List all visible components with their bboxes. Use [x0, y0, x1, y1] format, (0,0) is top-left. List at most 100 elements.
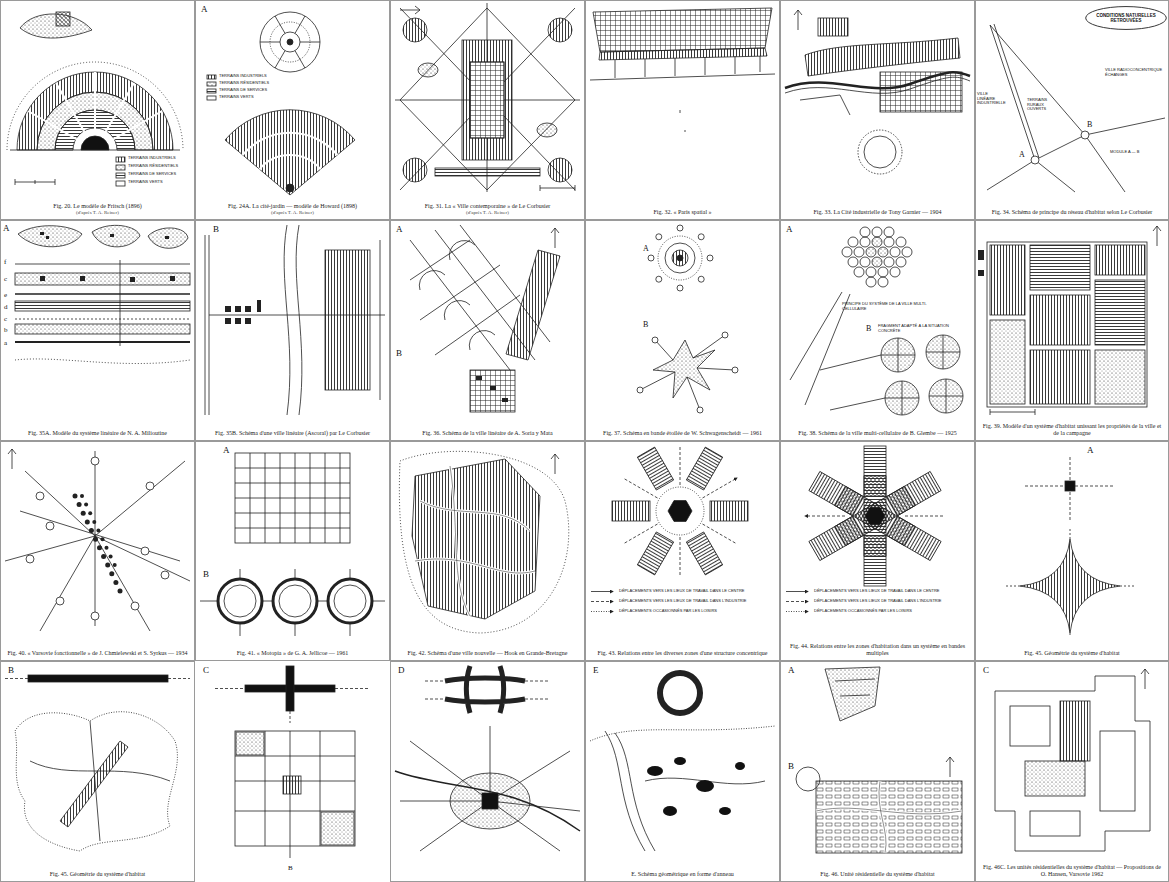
- figure-letter-holder: B: [288, 864, 293, 872]
- caption-text: Fig. 35A. Modèle du système linéaire de …: [6, 430, 189, 437]
- habitat-geometry-c: [236, 732, 264, 755]
- figure-caption: Fig. 46. Unité résidentielle du système …: [786, 871, 969, 878]
- figure-letter-holder: b: [4, 326, 8, 334]
- garden-city-plan: [286, 184, 294, 192]
- motopia-plan: [235, 453, 350, 543]
- figure-letter: f: [4, 258, 6, 266]
- habitat-system-plan: [1095, 350, 1145, 404]
- figure-caption: Fig. 20. Le modèle de Fritsch (1896)(d'a…: [6, 203, 189, 216]
- figure-letter-holder: c: [4, 275, 7, 283]
- linear-system-model: [15, 341, 190, 343]
- caption-text: E. Schéma géométrique en forme d'anneau: [591, 871, 774, 878]
- functional-warsaw-scheme: [105, 546, 109, 550]
- star-band-scheme: [698, 234, 704, 240]
- figure-caption: Fig. 24A. La cité-jardin — modèle de How…: [201, 203, 384, 216]
- multicellular-city-scheme: [854, 247, 864, 257]
- habitat-geometry-c: [235, 731, 355, 846]
- concentric-relations-diagram: [591, 591, 613, 592]
- linear-system-model: [165, 236, 169, 239]
- habitat-geometry-b: [5, 678, 190, 679]
- legend-text-holder: DÉPLACEMENTS VERS LES LIEUX DE TRAVAIL D…: [619, 589, 775, 594]
- habitat-geometry-d: [391, 662, 585, 882]
- linear-system-model: [148, 228, 188, 248]
- star-band-scheme: [672, 250, 688, 266]
- caption-text: Fig. 36. Schéma de la ville linéaire de …: [396, 430, 579, 437]
- oval-label: CONDITIONS NATURELLES RETROUVÉES: [1084, 5, 1168, 31]
- multicellular-city-scheme: [790, 227, 963, 415]
- contemporary-city-plan: [548, 158, 572, 182]
- figure-letter-holder: B: [866, 324, 871, 333]
- residential-units-plan: [1100, 731, 1135, 811]
- multicellular-city-scheme: [872, 257, 882, 267]
- linear-city-scheme: [245, 306, 251, 312]
- figure-letter: b: [4, 326, 8, 334]
- habitat-geometry-d: [482, 793, 498, 809]
- legend-text: TERRAINS RÉSIDENTIELS: [219, 81, 269, 86]
- habitat-geometry-d: [400, 726, 580, 851]
- garden-city-plan: [207, 89, 216, 93]
- industrial-city-plan: [785, 10, 970, 174]
- fritsch-plan: [7, 12, 183, 186]
- multiple-band-diagram: [887, 486, 915, 515]
- linear-city-grid: [476, 376, 482, 380]
- functional-warsaw-scheme: [26, 457, 169, 620]
- functional-warsaw-scheme: [5, 451, 190, 631]
- residential-unit-plan: [946, 757, 954, 777]
- legend-text: DÉPLACEMENTS OCCASIONNÉS PAR LES LOISIRS: [619, 609, 775, 614]
- caption-text: Fig. 43. Relations entre les diverses zo…: [591, 650, 774, 657]
- habitat-system-plan: [978, 250, 984, 260]
- figure-panel: Fig. 24A. La cité-jardin — modèle de How…: [195, 0, 390, 220]
- legend-text-holder: TERRAINS VERTS: [128, 180, 163, 185]
- habitat-geometry-d: [445, 666, 525, 713]
- figure-letter: A: [223, 445, 230, 455]
- spatial-city-sketch: [599, 48, 767, 60]
- multicellular-city-scheme: [860, 237, 870, 247]
- habitat-system-plan: [1030, 295, 1090, 345]
- figure-caption: Fig. 33. La Cité industrielle de Tony Ga…: [786, 209, 969, 216]
- figure-caption: Fig. 45. Géométrie du système d'habitat: [6, 871, 189, 878]
- industrial-city-plan: [858, 130, 902, 174]
- habitat-geometry-d: [425, 681, 550, 699]
- habitat-geometry-c: [283, 776, 301, 794]
- linear-system-model: [18, 226, 82, 247]
- multicellular-city-scheme: [878, 267, 888, 277]
- fritsch-plan: [17, 72, 173, 150]
- industrial-city-plan: [805, 38, 960, 76]
- figure-letter: D: [398, 665, 405, 675]
- figure-caption: Fig. 35B. Schéma d'une ville linéaire (A…: [201, 430, 384, 437]
- functional-warsaw-scheme: [96, 529, 100, 533]
- figure-letter-holder: A: [643, 244, 649, 253]
- functional-warsaw-scheme: [109, 555, 113, 559]
- functional-warsaw-scheme: [131, 602, 139, 610]
- figure-caption: Fig. 46C. Les unités résidentielles du s…: [981, 864, 1163, 878]
- credit-text: (d'après T. A. Reiner): [201, 210, 384, 216]
- multiple-band-diagram: [805, 516, 945, 517]
- linear-system-model: [80, 276, 85, 281]
- concentric-relations-diagram: [668, 501, 692, 522]
- caption-text: Fig. 42. Schéma d'une ville nouvelle — H…: [396, 650, 579, 657]
- caption-text: Fig. 20. Le modèle de Fritsch (1896): [6, 203, 189, 210]
- multiple-band-diagram: [786, 446, 945, 612]
- motopia-plan: [200, 453, 385, 636]
- linear-system-model: [15, 301, 190, 311]
- multiple-band-diagram: [864, 536, 886, 556]
- annotation-text: VILLE LINÉAIRE INDUSTRIELLE: [977, 92, 1005, 106]
- motopia-plan: [279, 585, 311, 617]
- linear-system-model: [92, 225, 140, 247]
- contemporary-city-plan: [540, 185, 575, 191]
- fritsch-plan: [116, 165, 125, 170]
- star-band-scheme: [648, 255, 654, 261]
- annotation-text: MODULE A — B: [1110, 150, 1165, 155]
- figure-letter-holder: A: [1019, 150, 1025, 159]
- multiple-band-diagram: [835, 516, 863, 545]
- multicellular-city-scheme: [878, 247, 888, 257]
- linear-system-model: [40, 276, 45, 281]
- annotation-text-holder: VILLE RADIOCONCENTRIQUE ÉCHANGES: [1105, 68, 1165, 77]
- legend-text-holder: TERRAINS VERTS: [219, 95, 254, 100]
- garden-city-plan: [225, 110, 355, 195]
- residential-unit-plan: [816, 781, 962, 853]
- functional-warsaw-scheme: [118, 589, 123, 594]
- figure-letter-holder: a: [4, 339, 7, 347]
- contemporary-city-plan: [403, 158, 427, 182]
- functional-warsaw-scheme: [8, 449, 16, 469]
